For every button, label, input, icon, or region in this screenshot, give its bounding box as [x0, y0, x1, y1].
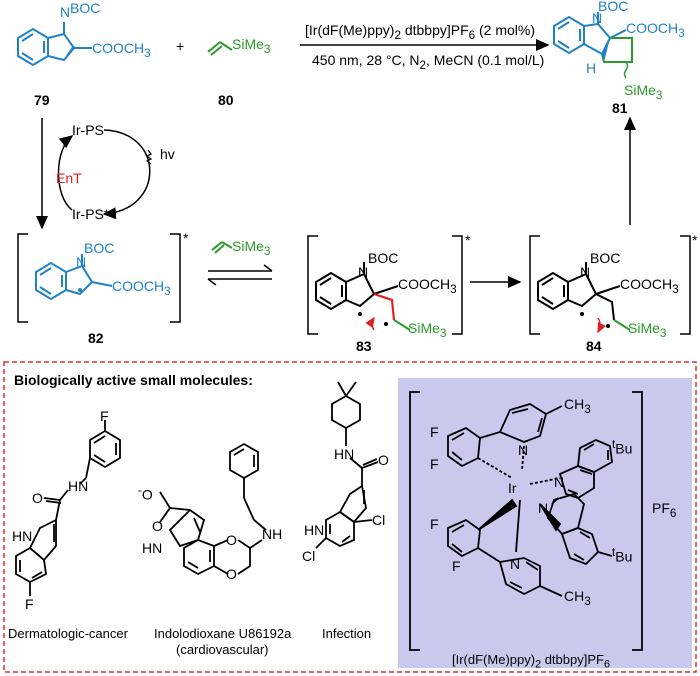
c79-boc: BOC [70, 0, 101, 16]
ir-complex-structure [409, 391, 643, 651]
c79-n: N [60, 4, 71, 20]
caption-infection: Infection [322, 626, 372, 641]
c79-ester: COOCH3 [92, 40, 151, 60]
catalyst-text: [Ir(dF(Me)ppy) [305, 22, 395, 38]
c82-star: * [183, 230, 189, 246]
catalyst-tail: dtbbpy]PF [400, 22, 469, 38]
bio-box [3, 361, 697, 673]
compound-83-structure [307, 235, 463, 335]
m1-f-top: F [100, 408, 109, 424]
m3-cl-left: Cl [302, 548, 316, 564]
c81-ester: COOCH3 [626, 20, 685, 40]
label-80: 80 [218, 92, 234, 108]
c84-sime3: SiMe3 [628, 320, 667, 340]
label-83: 83 [356, 338, 372, 354]
m2-hn: HN [142, 540, 163, 556]
m2-o-ring2: O [226, 566, 237, 582]
ir-n3: N [538, 500, 549, 516]
ir-f4: F [452, 558, 461, 574]
catalyst-sub: 2 [394, 28, 401, 42]
m3-o: O [378, 452, 389, 468]
c83-n: N [358, 264, 369, 280]
c84-ester: COOCH3 [620, 276, 679, 296]
c84-star: * [692, 232, 698, 248]
ent-label: EnT [56, 170, 82, 186]
photocycle [57, 129, 153, 220]
equilibrium-arrows [207, 241, 273, 286]
c84-boc: BOC [590, 250, 621, 266]
molecule-indolodioxane [159, 442, 267, 576]
c83-boc: BOC [368, 250, 399, 266]
compound-81-structure [553, 12, 633, 79]
m1-o: O [32, 490, 43, 506]
c83-sime3: SiMe3 [408, 320, 447, 340]
c80-sime3: SiMe3 [232, 36, 271, 56]
compound-82-structure [17, 233, 181, 323]
ir-ps-label: Ir-PS [72, 122, 104, 138]
hv-label: hv [160, 146, 175, 162]
ir-catalyst-panel [398, 378, 692, 668]
catalyst-load: (2 mol%) [475, 22, 536, 38]
label-84: 84 [586, 338, 602, 354]
c81-h: H [586, 60, 597, 76]
compound-80-structure [207, 41, 233, 56]
caption-cardiovascular: (cardiovascular) [176, 642, 269, 657]
m2-nh: NH [262, 526, 283, 542]
ir-n1: N [518, 442, 529, 458]
c82-boc: BOC [84, 240, 115, 256]
m2-o: O [152, 518, 163, 534]
label-81: 81 [612, 100, 628, 116]
m1-f-bottom: F [25, 596, 34, 612]
molecule-dermatologic [15, 420, 121, 596]
caption-dermatologic: Dermatologic-cancer [8, 626, 128, 641]
m2-o-ring1: O [226, 532, 237, 548]
conditions-label: 450 nm, 28 °C, N2, MeCN (0.1 mol/L) [312, 52, 544, 72]
conditions-sub: 2 [419, 58, 427, 72]
c82-ester: COOCH3 [112, 278, 171, 298]
m1-hn: HN [68, 478, 89, 494]
c81-sime3: SiMe3 [624, 82, 663, 102]
ir-f2: F [430, 456, 439, 472]
plus-sign: + [176, 38, 185, 54]
compound-79-structure [17, 22, 92, 67]
compound-84-structure [529, 235, 691, 335]
c82-n: N [76, 254, 87, 270]
ir-ch3-bottom: CH3 [564, 588, 591, 608]
m1-hn-ring: HN [12, 528, 33, 544]
c83-ester: COOCH3 [398, 276, 457, 296]
catalyst-sub2: 6 [468, 28, 476, 42]
ir-f1: F [430, 424, 439, 440]
molecule-infection [315, 381, 379, 549]
caption-ir-complex: [Ir(dF(Me)ppy)2 dtbbpy]PF6 [452, 652, 610, 671]
ir-ch3-top: CH3 [564, 396, 591, 416]
label-82: 82 [88, 330, 104, 346]
ir-ps-star-label: Ir-PS* [72, 206, 110, 222]
c81-n: N [592, 10, 603, 26]
m2-o-minus: -O [138, 484, 153, 503]
c81-boc: BOC [598, 0, 629, 14]
c84-n: N [580, 264, 591, 280]
m3-hn-ring: HN [304, 522, 325, 538]
eq-sime3: SiMe3 [232, 238, 271, 258]
ir-tbu-bottom: tBu [612, 546, 633, 565]
ir-tbu-top: tBu [612, 438, 633, 457]
bio-title: Biologically active small molecules: [14, 372, 253, 388]
label-79: 79 [34, 92, 50, 108]
c83-star: * [465, 232, 471, 248]
ir-center: Ir [508, 480, 517, 496]
catalyst-label: [Ir(dF(Me)ppy)2 dtbbpy]PF6 (2 mol%) [305, 22, 535, 42]
m3-hn: HN [334, 446, 355, 462]
ir-n4: N [510, 556, 521, 572]
conditions-tail: , MeCN (0.1 mol/L) [426, 52, 545, 68]
ir-pf6: PF6 [652, 500, 677, 520]
caption-indolodioxane: Indolodioxane U86192a [154, 626, 292, 641]
ir-n2: N [554, 474, 565, 490]
m3-cl-right: Cl [372, 512, 386, 528]
conditions-text: 450 nm, 28 °C, N [312, 52, 420, 68]
ir-f3: F [430, 516, 439, 532]
